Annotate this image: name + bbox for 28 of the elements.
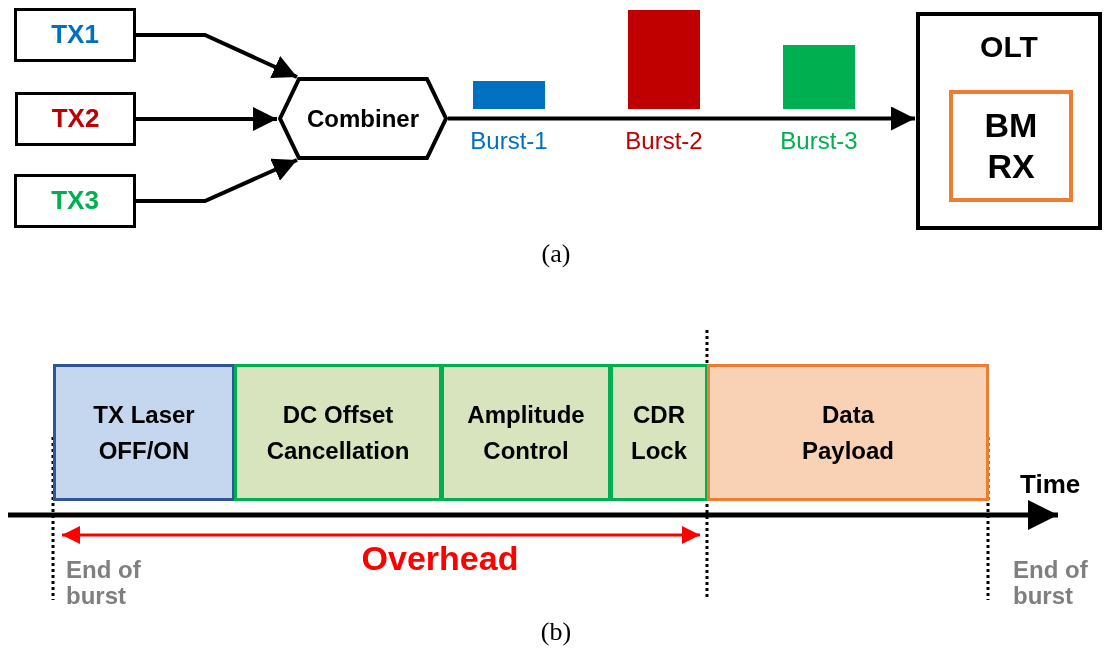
arrow [448, 106, 915, 131]
overhead-label: Overhead [361, 540, 519, 578]
burst-bar [783, 45, 855, 109]
arrow [136, 158, 298, 203]
panel-label: (a) [541, 240, 571, 269]
burst-bar [628, 10, 700, 109]
arrow [136, 33, 298, 79]
burst-label: Burst-1 [469, 127, 549, 155]
burst-bar [473, 81, 545, 109]
timeline-block: TX Laser OFF/ON [53, 364, 235, 501]
olt-box [916, 12, 1102, 230]
boundary-label: End of burst [66, 557, 142, 610]
box-heading: OLT [979, 30, 1039, 65]
arrow [136, 107, 277, 131]
transmitter-box: TX3 [14, 174, 136, 228]
burst-label: Burst-2 [624, 127, 704, 155]
timeline-block: Amplitude Control [441, 364, 611, 501]
burst-label: Burst-3 [779, 127, 859, 155]
boundary-label: End of burst [1013, 557, 1089, 610]
axis-label: Time [1020, 470, 1081, 499]
panel-label: (b) [540, 618, 572, 647]
receiver-box: BM RX [949, 90, 1073, 202]
timeline-block: CDR Lock [610, 364, 708, 501]
transmitter-box: TX2 [15, 92, 136, 146]
timeline-block: Data Payload [707, 364, 989, 501]
combiner-hexagon: Combiner [278, 77, 448, 160]
timeline-block: DC Offset Cancellation [234, 364, 442, 501]
transmitter-box: TX1 [14, 8, 136, 62]
